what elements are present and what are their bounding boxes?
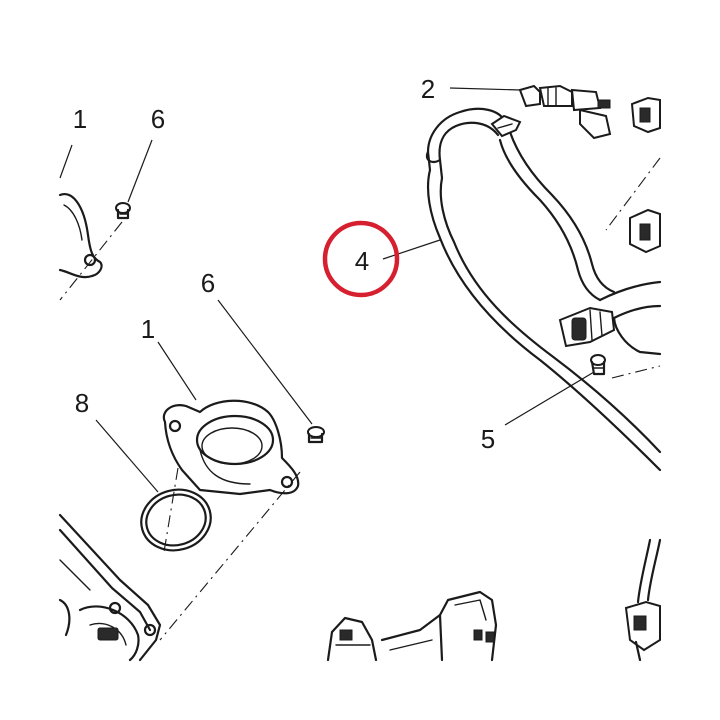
callout-label-2: 2 (421, 74, 435, 104)
o-ring-part-8 (140, 488, 212, 552)
leader-6-top (127, 139, 153, 203)
leader-2 (449, 87, 521, 91)
throttle-housing (58, 513, 162, 662)
hose-clamp (490, 114, 522, 138)
callout-label-6-mid: 6 (201, 268, 215, 298)
hose-bottom-right (624, 538, 662, 662)
highlight-circle (322, 220, 400, 298)
fuel-injector-part-2 (518, 84, 612, 140)
leader-6-mid (217, 299, 313, 425)
leader-5 (504, 371, 595, 426)
assembly-axis-upper (59, 221, 123, 301)
connector-right-mid (629, 208, 661, 254)
callout-label-1-mid: 1 (141, 314, 155, 344)
callout-label-6-top: 6 (151, 104, 165, 134)
screw-part-6-upper (115, 202, 131, 220)
assembly-axis-mid (159, 471, 301, 641)
hose-connector (558, 306, 616, 348)
callout-label-8: 8 (75, 388, 89, 418)
bottom-center-components (326, 590, 498, 662)
leader-1-mid (157, 341, 197, 401)
connector-top-right (630, 96, 661, 134)
flange-part-1-mid (162, 399, 300, 496)
screw-part-6-mid (307, 426, 325, 444)
callout-label-1-top: 1 (73, 104, 87, 134)
assembly-axis-top-right (605, 157, 661, 231)
fuel-hose-part-4 (425, 107, 662, 472)
screw-part-5 (590, 354, 606, 376)
callout-label-5: 5 (481, 424, 495, 454)
leader-8 (95, 419, 159, 493)
leader-1-top (59, 144, 73, 179)
assembly-axis-part-5 (611, 365, 661, 379)
leader-4 (382, 239, 441, 260)
callout-label-4: 4 (355, 246, 369, 276)
flange-part-1-upper (58, 192, 103, 279)
assembly-axis-oring (163, 467, 179, 553)
